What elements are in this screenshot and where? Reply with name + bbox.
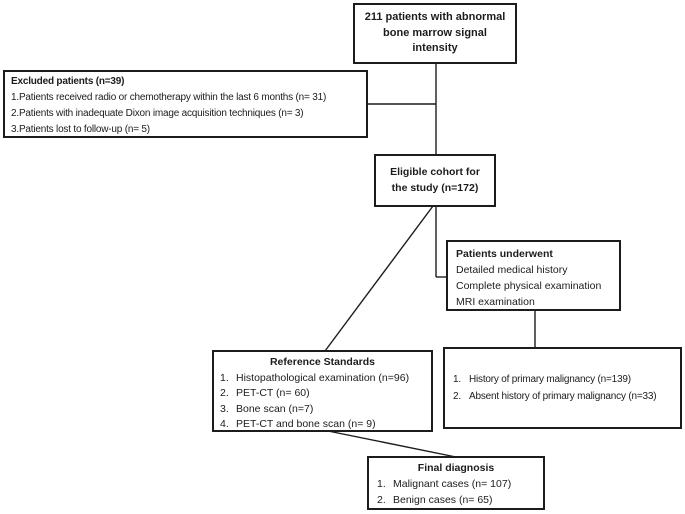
final-title: Final diagnosis bbox=[417, 462, 495, 474]
item-number: 1. bbox=[453, 374, 461, 385]
final-item: 1. Malignant cases (n= 107) bbox=[377, 476, 535, 492]
history-item: 1. History of primary malignancy (n=139) bbox=[453, 371, 672, 388]
final-item: 2. Benign cases (n= 65) bbox=[377, 492, 535, 508]
reference-item: 2. PET-CT (n= 60) bbox=[220, 386, 425, 402]
eligible-cohort-text: Eligible cohort for the study (n=172) bbox=[390, 165, 480, 194]
underwent-item: MRI examination bbox=[456, 296, 535, 308]
reference-item: 3. Bone scan (n=7) bbox=[220, 402, 425, 418]
underwent-item: Detailed medical history bbox=[456, 264, 568, 276]
reference-item: 1. Histopathological examination (n=96) bbox=[220, 371, 425, 387]
item-text: Absent history of primary malignancy (n=… bbox=[469, 391, 657, 402]
final-diagnosis-box: Final diagnosis 1. Malignant cases (n= 1… bbox=[367, 456, 545, 510]
item-text: Bone scan (n=7) bbox=[236, 402, 314, 415]
connector-reference-to-final bbox=[327, 430, 457, 458]
excluded-item: 1.Patients received radio or chemotherap… bbox=[11, 92, 327, 103]
reference-standards-box: Reference Standards 1. Histopathological… bbox=[212, 350, 433, 432]
initial-patients-text: 211 patients with abnormal bone marrow s… bbox=[364, 10, 506, 55]
initial-patients-box: 211 patients with abnormal bone marrow s… bbox=[353, 3, 517, 64]
item-number: 4. bbox=[220, 418, 229, 430]
item-number: 3. bbox=[220, 402, 229, 415]
patients-underwent-box: Patients underwent Detailed medical hist… bbox=[446, 240, 621, 311]
reference-item: 4. PET-CT and bone scan (n= 9) bbox=[220, 417, 425, 433]
item-text: Benign cases (n= 65) bbox=[393, 494, 493, 506]
item-number: 2. bbox=[377, 494, 386, 506]
item-text: History of primary malignancy (n=139) bbox=[469, 374, 631, 385]
item-number: 2. bbox=[220, 387, 229, 399]
excluded-title: Excluded patients (n=39) bbox=[11, 76, 125, 87]
item-text: Malignant cases (n= 107) bbox=[393, 478, 512, 490]
connector-eligible-to-reference bbox=[324, 205, 434, 352]
excluded-item: 3.Patients lost to follow-up (n= 5) bbox=[11, 124, 150, 135]
excluded-item: 2.Patients with inadequate Dixon image a… bbox=[11, 108, 304, 119]
excluded-patients-box: Excluded patients (n=39) 1.Patients rece… bbox=[3, 70, 368, 138]
reference-title: Reference Standards bbox=[269, 356, 376, 368]
item-text: PET-CT and bone scan (n= 9) bbox=[236, 418, 376, 430]
item-number: 2. bbox=[453, 391, 461, 402]
history-item: 2. Absent history of primary malignancy … bbox=[453, 388, 672, 405]
item-text: PET-CT (n= 60) bbox=[236, 387, 310, 399]
underwent-item: Complete physical examination bbox=[456, 280, 602, 292]
underwent-title: Patients underwent bbox=[456, 248, 553, 260]
item-text: Histopathological examination (n=96) bbox=[236, 371, 410, 384]
eligible-cohort-box: Eligible cohort for the study (n=172) bbox=[374, 154, 496, 207]
item-number: 1. bbox=[377, 478, 386, 490]
item-number: 1. bbox=[220, 371, 229, 384]
malignancy-history-box: 1. History of primary malignancy (n=139)… bbox=[443, 347, 682, 429]
